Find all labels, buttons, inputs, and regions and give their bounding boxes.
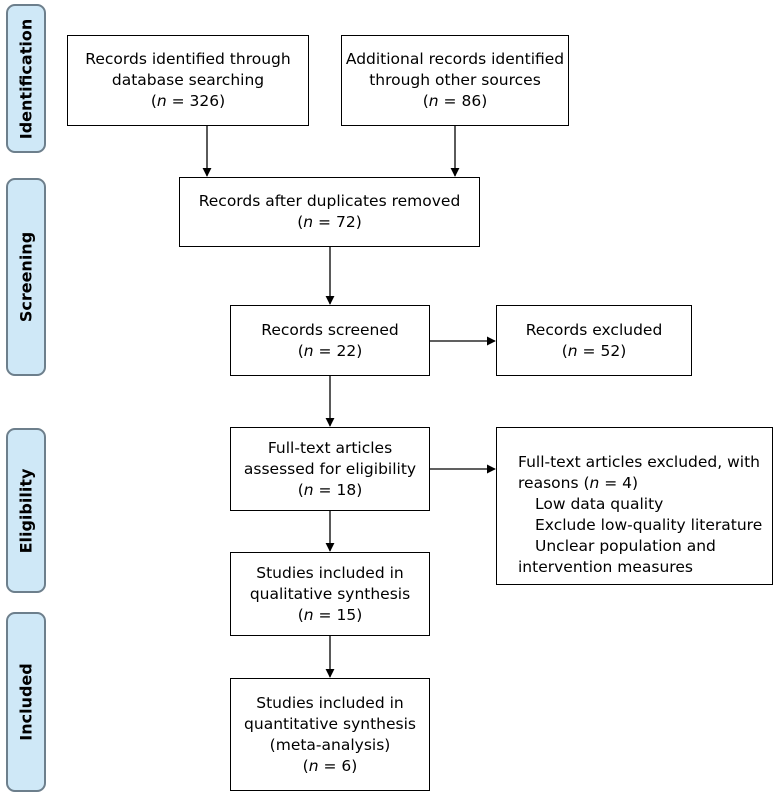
- box-text: Records screened: [261, 320, 399, 339]
- box-text: Studies included in: [256, 563, 404, 582]
- count-text: (n = 6): [302, 756, 358, 775]
- box-text: through other sources: [369, 71, 541, 89]
- box-text: Records after duplicates removed: [198, 192, 461, 210]
- box-qualitative-synthesis: Studies included in qualitative synthesi…: [230, 552, 430, 636]
- count-text: reasons (n = 4): [518, 474, 639, 492]
- box-other-sources: Additional records identified through ot…: [341, 35, 569, 126]
- box-text: (meta-analysis): [269, 735, 391, 754]
- box-text: Additional records identified: [345, 50, 565, 68]
- exclusion-reason: Unclear population and: [535, 537, 716, 555]
- count-text: (n = 52): [561, 341, 627, 360]
- phase-screening: Screening: [6, 178, 46, 376]
- count-text: (n = 72): [297, 213, 362, 231]
- exclusion-reason: Low data quality: [535, 495, 664, 513]
- count-text: (n = 18): [297, 480, 363, 499]
- exclusion-reason-continuation: intervention measures: [518, 558, 693, 576]
- count-text: (n = 326): [150, 92, 226, 110]
- box-text: assessed for eligibility: [243, 459, 417, 478]
- phase-identification: Identification: [6, 4, 46, 153]
- count-text: (n = 15): [297, 605, 363, 624]
- count-text: (n = 22): [297, 341, 363, 360]
- box-text: Studies included in: [256, 693, 404, 712]
- box-quantitative-synthesis: Studies included in quantitative synthes…: [230, 678, 430, 791]
- box-fulltext-excluded: Full-text articles excluded, with reason…: [496, 427, 773, 585]
- count-text: (n = 86): [422, 92, 488, 110]
- phase-eligibility: Eligibility: [6, 428, 46, 593]
- box-records-excluded: Records excluded (n = 52): [496, 305, 692, 376]
- box-text: Full-text articles: [267, 438, 393, 457]
- box-duplicates-removed: Records after duplicates removed (n = 72…: [179, 177, 480, 247]
- box-text: quantitative synthesis: [244, 714, 416, 733]
- box-records-screened: Records screened (n = 22): [230, 305, 430, 376]
- box-text: Records identified through: [85, 50, 291, 68]
- box-database-searching: Records identified through database sear…: [67, 35, 309, 126]
- box-text: qualitative synthesis: [249, 584, 411, 603]
- box-text: database searching: [111, 71, 265, 89]
- box-text: Records excluded: [525, 320, 663, 339]
- exclusion-reason: Exclude low-quality literature: [535, 516, 763, 534]
- box-fulltext-assessed: Full-text articles assessed for eligibil…: [230, 427, 430, 511]
- box-text: Full-text articles excluded, with: [518, 453, 761, 471]
- phase-included: Included: [6, 612, 46, 792]
